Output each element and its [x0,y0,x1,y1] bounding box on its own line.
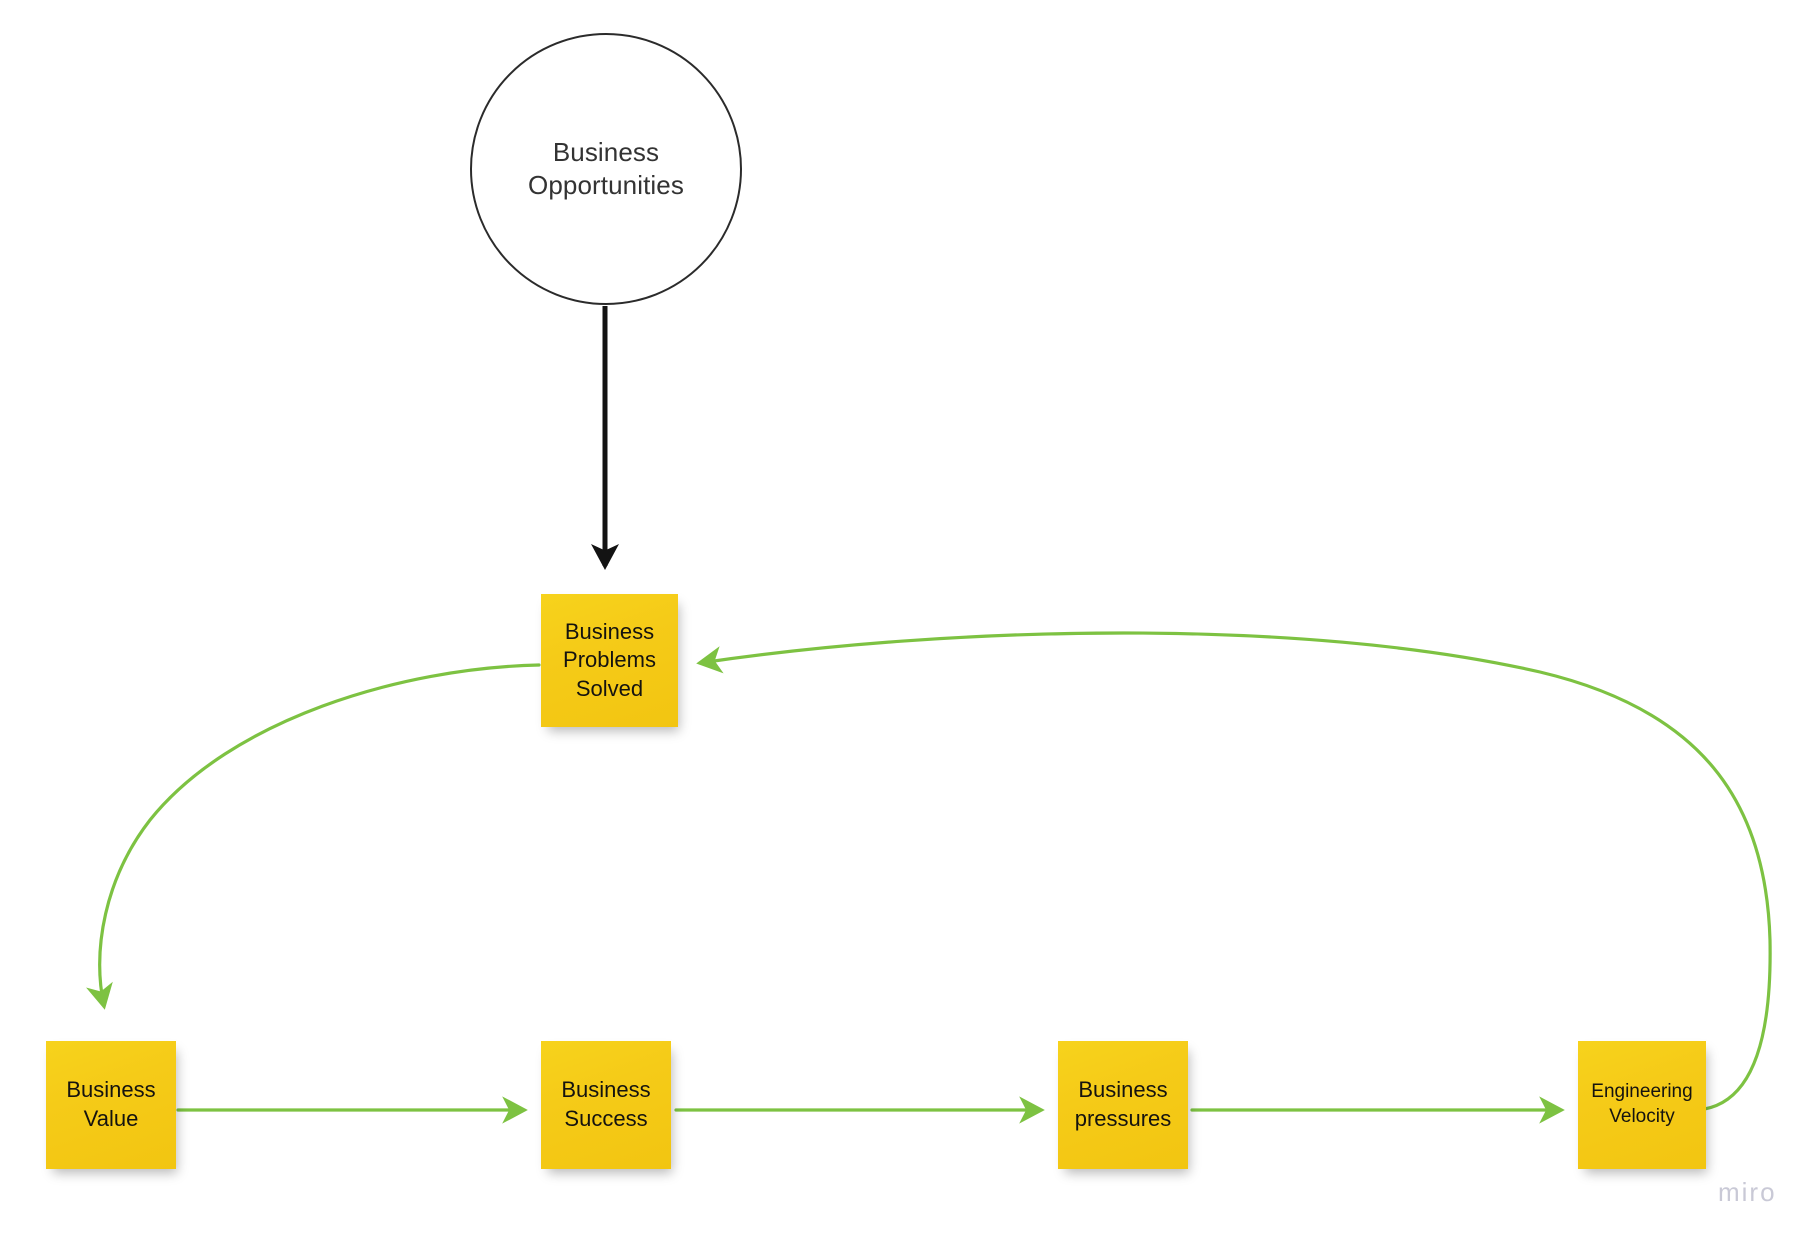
node-business-problems-solved-label: Business Problems Solved [563,618,656,701]
node-business-value-label: Business Value [66,1077,156,1131]
node-business-problems-solved[interactable]: Business Problems Solved [541,594,678,727]
node-business-success[interactable]: Business Success [541,1041,671,1169]
miro-watermark: miro [1718,1177,1777,1207]
node-business-success-label: Business Success [561,1077,651,1131]
node-engineering-velocity[interactable]: Engineering Velocity [1578,1041,1706,1169]
edge-velocity-to-problems [696,631,1772,1112]
node-business-opportunities-label: Business Opportunities [528,136,684,200]
node-business-value[interactable]: Business Value [46,1041,176,1169]
node-engineering-velocity-label: Engineering Velocity [1591,1081,1693,1127]
edge-problems-to-value [86,663,541,1010]
node-business-pressures-label: Business pressures [1074,1077,1172,1131]
node-business-pressures[interactable]: Business pressures [1058,1041,1188,1169]
node-business-opportunities[interactable]: Business Opportunities [470,33,742,305]
